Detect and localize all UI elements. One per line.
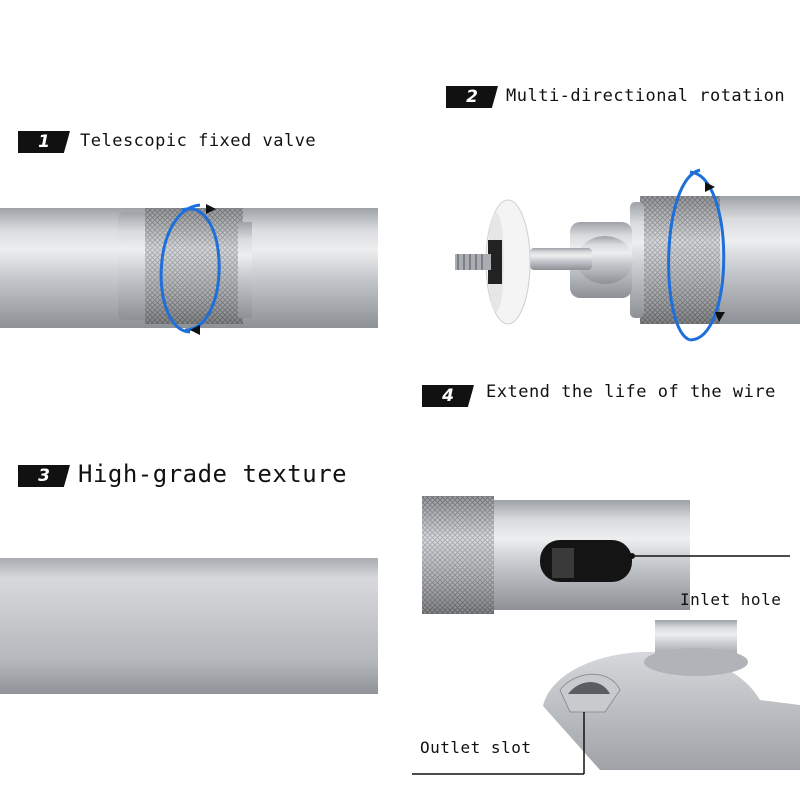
feature-2-badge: 2 xyxy=(446,86,498,108)
feature-1-badge: 1 xyxy=(18,131,70,153)
telescopic-valve-tube xyxy=(0,203,378,335)
outlet-base xyxy=(412,620,800,775)
feature-3-number: 3 xyxy=(18,465,70,487)
feature-1-caption: Telescopic fixed valve xyxy=(80,131,317,151)
feature-3-caption: High-grade texture xyxy=(78,460,348,488)
feature-4-badge: 4 xyxy=(422,385,474,407)
feature-4-number: 4 xyxy=(422,385,474,407)
feature-4-caption: Extend the life of the wire xyxy=(486,382,776,402)
feature-1-number: 1 xyxy=(18,131,70,153)
feature-2-caption: Multi-directional rotation xyxy=(506,86,786,106)
inlet-hole-label: Inlet hole xyxy=(680,590,782,609)
ball-head-assembly xyxy=(455,168,800,342)
feature-2-number: 2 xyxy=(446,86,498,108)
high-grade-tube xyxy=(0,558,378,694)
inlet-tube xyxy=(422,496,790,614)
feature-3-badge: 3 xyxy=(18,465,70,487)
outlet-slot-label: Outlet slot xyxy=(420,738,532,757)
